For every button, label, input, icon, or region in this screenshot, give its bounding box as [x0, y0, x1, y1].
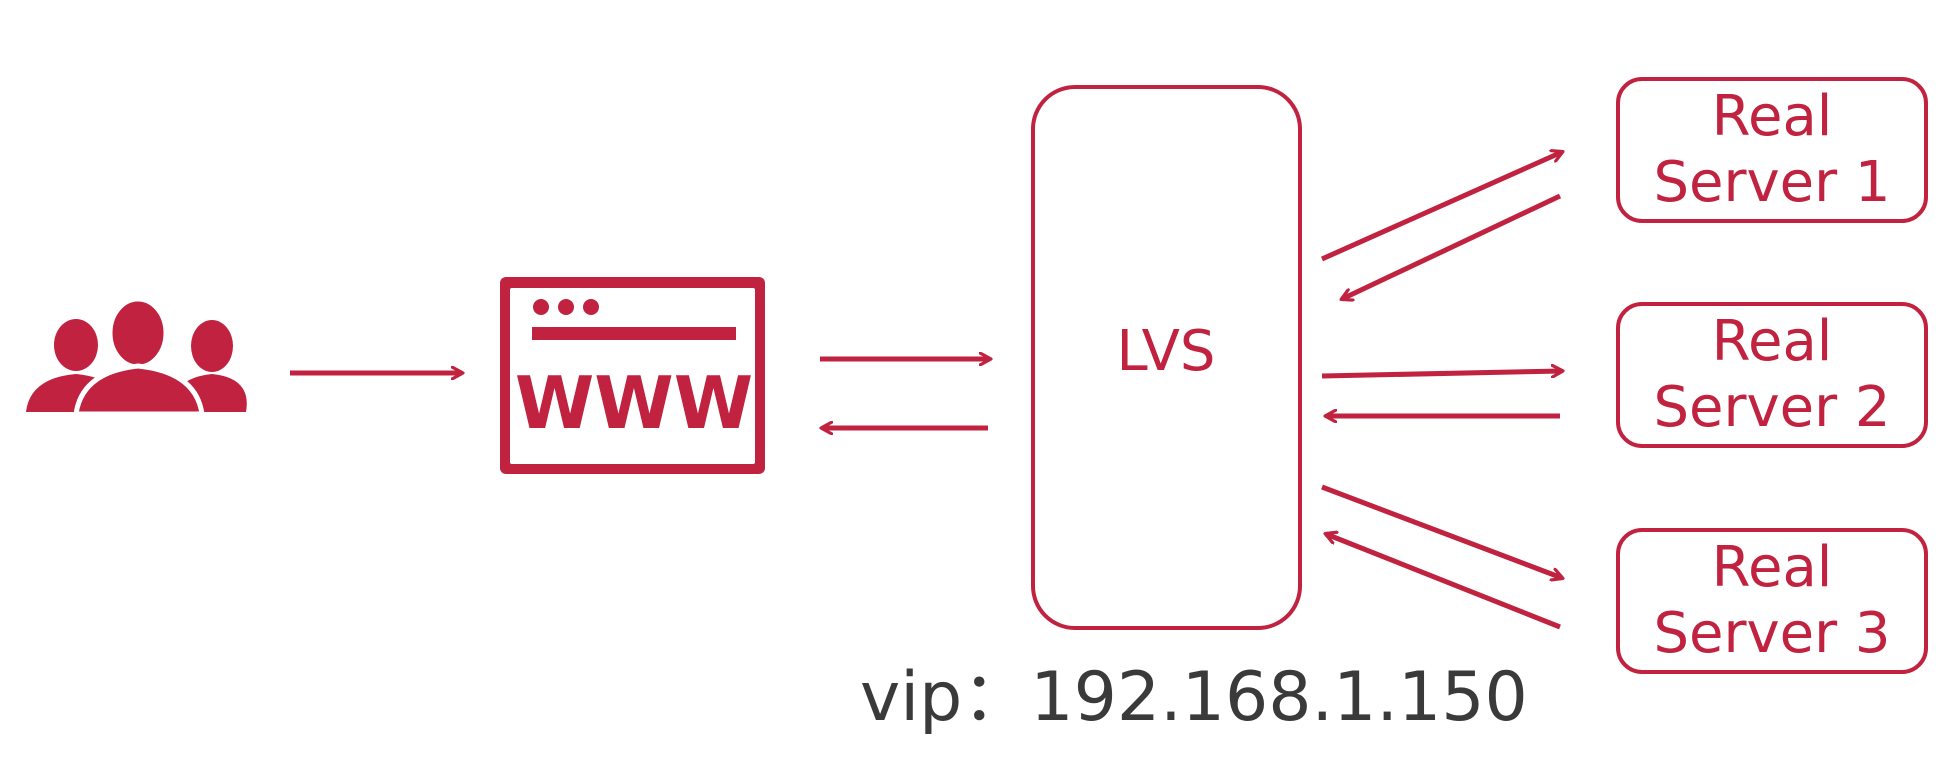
- lvs-label: LVS: [1116, 319, 1216, 384]
- real-server-3-box: [1616, 528, 1928, 674]
- real-server-3-line1: Real: [1711, 535, 1833, 600]
- vip-address-label: vip：192.168.1.150: [860, 658, 1528, 737]
- real-server-2-box: [1616, 302, 1928, 448]
- arrow-lvs-to-server-1: [1320, 152, 1562, 262]
- real-server-2-label: Real Server 2: [1618, 309, 1926, 441]
- real-server-3-line2: Server 3: [1653, 601, 1891, 666]
- users-icon: [26, 296, 247, 417]
- arrow-lvs-to-server-2: [1321, 371, 1562, 379]
- real-server-1-label: Real Server 1: [1618, 84, 1926, 216]
- real-server-2-line2: Server 2: [1653, 375, 1891, 440]
- arrow-server-3-to-lvs: [1326, 534, 1561, 630]
- real-server-1-line1: Real: [1711, 84, 1833, 149]
- real-server-2-line1: Real: [1711, 309, 1833, 374]
- real-server-1-line2: Server 1: [1653, 150, 1891, 215]
- arrow-lvs-to-server-3: [1321, 484, 1562, 578]
- real-server-3-label: Real Server 3: [1618, 535, 1926, 667]
- real-server-1-box: [1616, 77, 1928, 223]
- www-browser-icon: WWW: [500, 277, 765, 474]
- lvs-box: [1031, 85, 1302, 630]
- arrow-server-1-to-lvs: [1342, 193, 1562, 299]
- www-label: WWW: [515, 361, 753, 445]
